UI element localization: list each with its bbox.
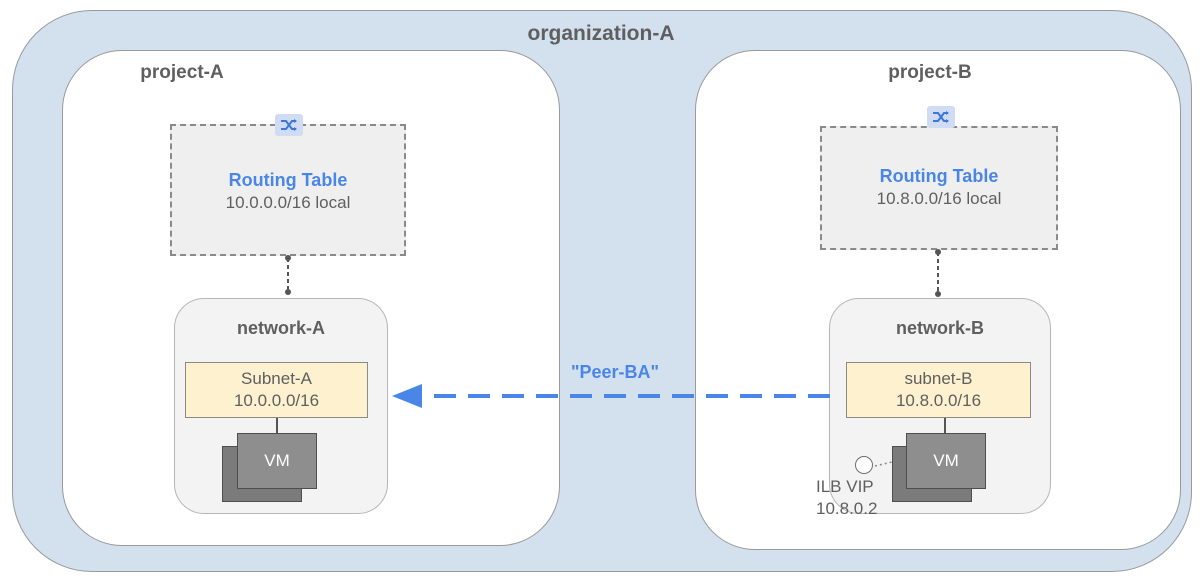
subnet-b-cidr: 10.8.0.0/16 (895, 391, 982, 410)
organization-title: organization-A (527, 22, 675, 45)
subnet-b: subnet-B 10.8.0.0/16 (846, 362, 1031, 418)
vm-b-label: VM (933, 451, 959, 470)
route-link-b-dot-bottom (935, 291, 941, 297)
routing-table-a-route: 10.0.0.0/16 local (225, 193, 351, 212)
routing-table-b (820, 126, 1058, 250)
project-a-title: project-A (140, 62, 224, 83)
subnet-a-cidr: 10.0.0.0/16 (233, 391, 320, 410)
vm-a: VM (237, 433, 317, 489)
subnet-b-name: subnet-B (904, 369, 973, 388)
routing-table-b-route: 10.8.0.0/16 local (876, 189, 1002, 208)
routing-table-a-title: Routing Table (228, 170, 348, 190)
subnet-a: Subnet-A 10.0.0.0/16 (185, 362, 368, 418)
router-shuffle-icon (275, 114, 303, 136)
subnet-a-name: Subnet-A (241, 369, 312, 388)
ilb-vip-label: ILB VIP 10.8.0.2 (816, 476, 916, 520)
peering-label: "Peer-BA" (570, 362, 660, 382)
network-a-title: network-A (236, 318, 325, 338)
ilb-vip-link (874, 461, 893, 467)
router-shuffle-icon (927, 106, 955, 128)
peering-arrow-head (392, 384, 422, 408)
route-link-a-dot-bottom (285, 289, 291, 295)
route-link-b-dot-top (935, 249, 941, 255)
ilb-vip-address: 10.8.0.2 (816, 499, 878, 518)
project-b-title: project-B (888, 62, 972, 83)
routing-table-b-title: Routing Table (879, 166, 999, 186)
route-link-a-dot-top (285, 255, 291, 261)
network-b-title: network-B (895, 318, 984, 338)
ilb-vip-title: ILB VIP (816, 477, 874, 496)
vm-a-label: VM (264, 451, 290, 470)
vm-b: VM (906, 433, 986, 489)
ilb-vip-icon (855, 456, 873, 474)
